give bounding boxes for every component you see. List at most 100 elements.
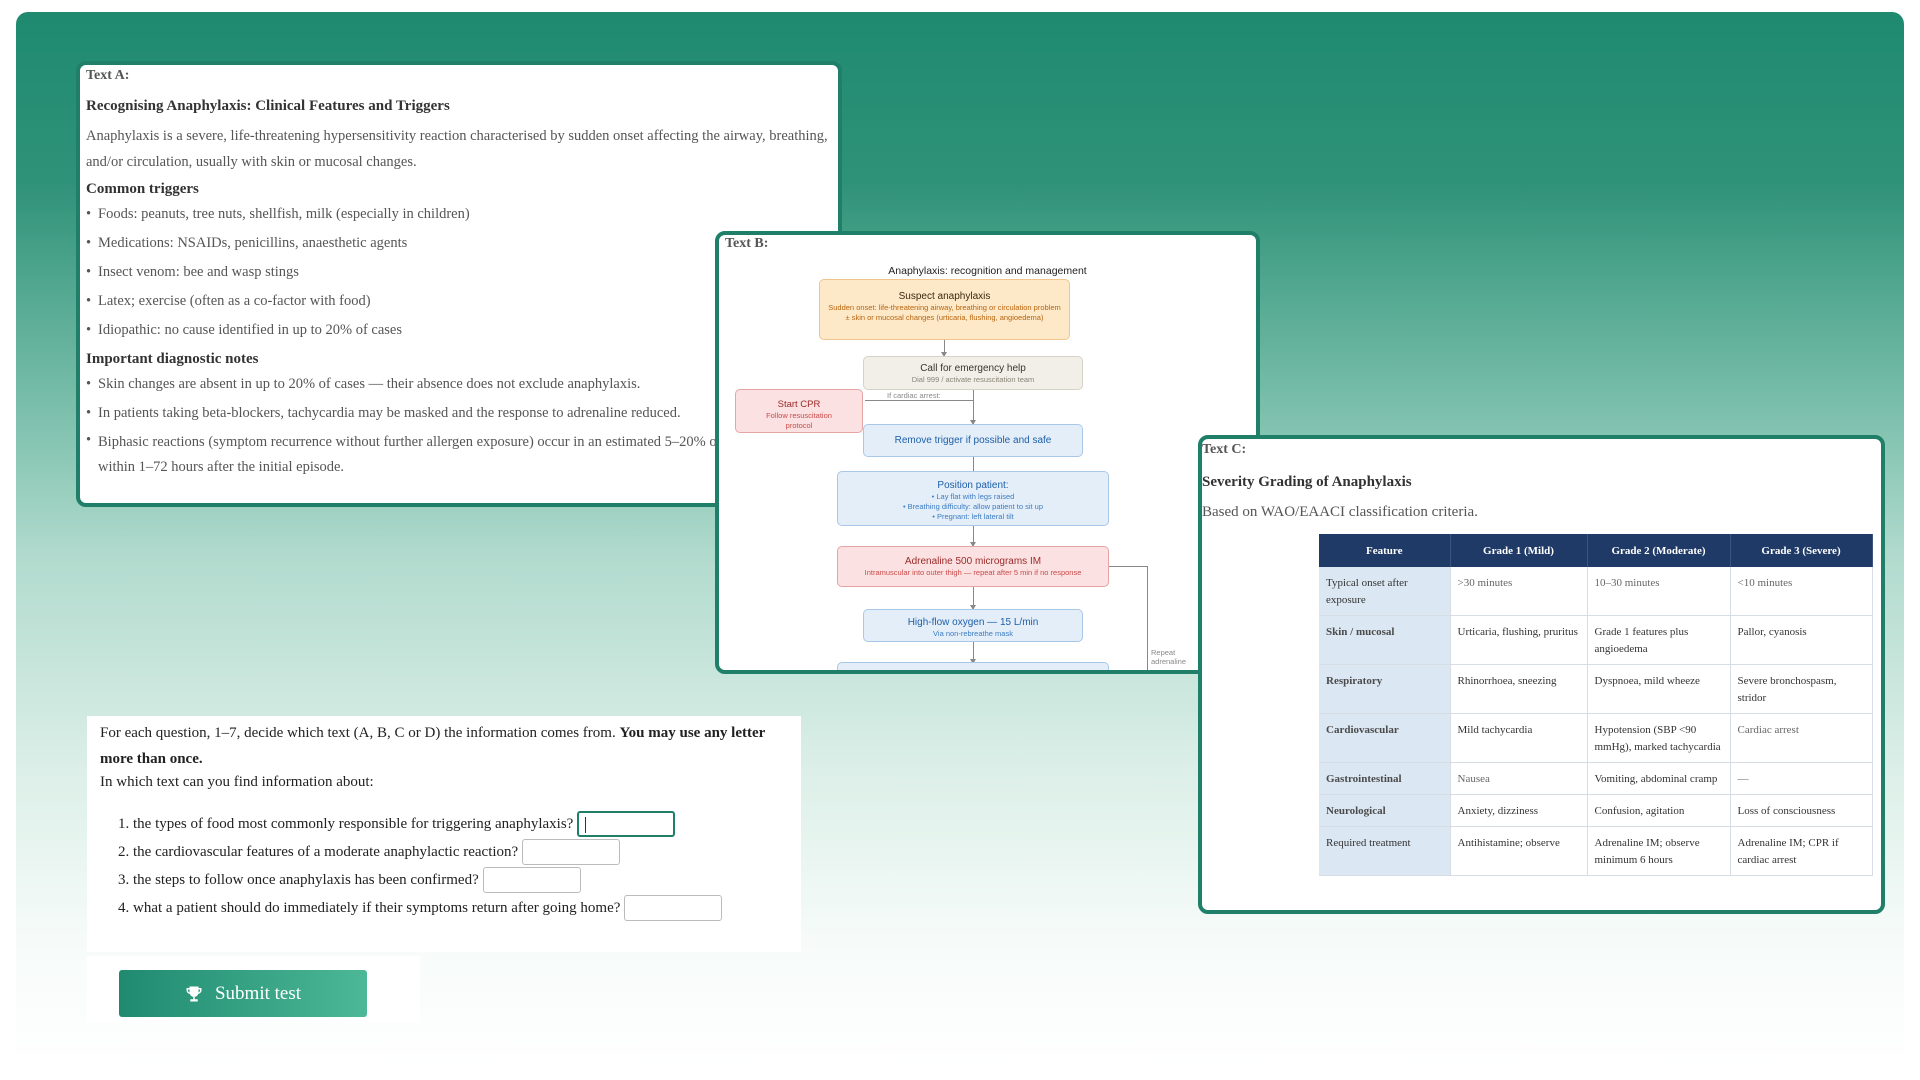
- background-stage: Text A: Recognising Anaphylaxis: Clinica…: [16, 12, 1904, 1066]
- call-title: Call for emergency help: [920, 363, 1026, 374]
- question-text: 4. what a patient should do immediately …: [118, 899, 621, 916]
- adrenaline-sub: Intramuscular into outer thigh — repeat …: [864, 568, 1082, 577]
- table-cell: Hypotension (SBP <90 mmHg), marked tachy…: [1587, 713, 1731, 763]
- trophy-icon: [186, 986, 202, 1001]
- adrenaline-title: Adrenaline 500 micrograms IM: [904, 556, 1042, 567]
- answer-input-1[interactable]: [577, 811, 676, 837]
- answer-input-4[interactable]: [624, 895, 723, 921]
- list-item: Latex; exercise (often as a co-factor wi…: [86, 287, 832, 316]
- table-header: Feature: [1319, 534, 1451, 567]
- remove-trigger-box: Remove trigger if possible and safe: [863, 424, 1083, 457]
- table-cell: Nausea: [1450, 762, 1588, 795]
- suspect-line1: Sudden onset: life-threatening airway, b…: [828, 303, 1061, 312]
- table-cell: Mild tachycardia: [1450, 713, 1588, 763]
- flowchart-title: Anaphylaxis: recognition and management: [888, 265, 1087, 277]
- questions-instructions: For each question, 1–7, decide which tex…: [100, 720, 797, 772]
- table-cell: Vomiting, abdominal cramp: [1587, 762, 1731, 795]
- list-item: Idiopathic: no cause identified in up to…: [86, 316, 832, 345]
- table-row: Cardiovascular Mild tachycardia Hypotens…: [1319, 713, 1873, 763]
- table-cell: Anxiety, dizziness: [1450, 794, 1588, 827]
- table-row: Typical onset after exposure >30 minutes…: [1319, 567, 1873, 616]
- question-text: 3. the steps to follow once anaphylaxis …: [118, 871, 479, 888]
- oxygen-title: High-flow oxygen — 15 L/min: [907, 617, 1039, 628]
- suspect-title: Suspect anaphylaxis: [898, 291, 991, 302]
- list-item: Insect venom: bee and wasp stings: [86, 258, 832, 287]
- table-cell: Cardiac arrest: [1730, 713, 1873, 763]
- position-line1: • Lay flat with legs raised: [931, 492, 1015, 501]
- repeat-loop-line: [1109, 566, 1147, 567]
- repeat-line1: Repeat: [1151, 648, 1176, 657]
- repeat-loop-line: [1147, 566, 1148, 670]
- repeat-line2: adrenaline: [1151, 657, 1187, 666]
- table-cell: Loss of consciousness: [1730, 794, 1873, 827]
- list-item: Biphasic reactions (symptom recurrence w…: [86, 428, 832, 480]
- flow-arrow: [970, 526, 976, 547]
- table-cell: >30 minutes: [1450, 567, 1588, 616]
- answer-input-2[interactable]: [522, 839, 621, 865]
- question-text: 1. the types of food most commonly respo…: [118, 815, 574, 832]
- submit-label: Submit test: [214, 982, 302, 1004]
- table-cell: Gastrointestinal: [1319, 762, 1451, 795]
- table-cell: Adrenaline IM; CPR if cardiac arrest: [1730, 826, 1873, 876]
- cpr-line2: protocol: [785, 421, 813, 430]
- table-cell: Typical onset after exposure: [1319, 567, 1451, 616]
- table-cell: Respiratory: [1319, 664, 1451, 714]
- table-row: Neurological Anxiety, dizziness Confusio…: [1319, 794, 1873, 827]
- text-a-label: Text A:: [86, 68, 130, 83]
- oxygen-sub: Via non-rebreathe mask: [933, 629, 1013, 638]
- table-cell: Cardiovascular: [1319, 713, 1451, 763]
- table-row: Respiratory Rhinorrhoea, sneezing Dyspno…: [1319, 664, 1873, 714]
- list-item: Skin changes are absent in up to 20% of …: [86, 370, 832, 399]
- table-header: Grade 3 (Severe): [1730, 534, 1873, 567]
- text-a-heading: Recognising Anaphylaxis: Clinical Featur…: [86, 98, 450, 114]
- text-c-subtitle: Based on WAO/EAACI classification criter…: [1202, 504, 1478, 520]
- flow-arrow: [970, 642, 976, 664]
- table-cell: Skin / mucosal: [1319, 615, 1451, 665]
- text-c-title: Severity Grading of Anaphylaxis: [1202, 474, 1412, 490]
- table-cell: Severe bronchospasm, stridor: [1730, 664, 1873, 714]
- repeat-label: Repeat adrenaline: [1151, 648, 1186, 666]
- text-b-panel[interactable]: Text B: Anaphylaxis: recognition and man…: [715, 231, 1260, 674]
- text-b-label: Text B:: [725, 236, 769, 251]
- text-a-intro: Anaphylaxis is a severe, life-threatenin…: [86, 128, 828, 170]
- table-header: Grade 1 (Mild): [1450, 534, 1588, 567]
- cpr-title: Start CPR: [777, 399, 821, 410]
- table-cell: Confusion, agitation: [1587, 794, 1731, 827]
- list-item: Foods: peanuts, tree nuts, shellfish, mi…: [86, 200, 832, 229]
- table-cell: Urticaria, flushing, pruritus: [1450, 615, 1588, 665]
- table-cell: Adrenaline IM; observe minimum 6 hours: [1587, 826, 1731, 876]
- text-c-panel[interactable]: Text C: Severity Grading of Anaphylaxis …: [1198, 435, 1885, 914]
- answer-input-3[interactable]: [482, 867, 581, 893]
- next-step-box: [837, 662, 1109, 670]
- instructions-text: For each question, 1–7, decide which tex…: [100, 725, 620, 741]
- notes-title: Important diagnostic notes: [86, 351, 259, 367]
- table-header-row: Feature Grade 1 (Mild) Grade 2 (Moderate…: [1319, 534, 1873, 567]
- position-line2: • Breathing difficulty: allow patient to…: [902, 502, 1044, 511]
- table-cell: Neurological: [1319, 794, 1451, 827]
- instructions-emphasis: You may use any letter more than once.: [100, 725, 766, 767]
- table-cell: Required treatment: [1319, 826, 1451, 876]
- triggers-list: Foods: peanuts, tree nuts, shellfish, mi…: [86, 200, 832, 345]
- position-title: Position patient:: [937, 480, 1009, 491]
- text-a-panel[interactable]: Text A: Recognising Anaphylaxis: Clinica…: [76, 61, 842, 507]
- questions-prompt: In which text can you find information a…: [100, 774, 374, 790]
- table-cell: <10 minutes: [1730, 567, 1873, 616]
- question-row-4: 4. what a patient should do immediately …: [118, 895, 723, 921]
- table-cell: Dyspnoea, mild wheeze: [1587, 664, 1731, 714]
- suspect-line2: ± skin or mucosal changes (urticaria, fl…: [845, 313, 1044, 322]
- table-cell: Antihistamine; observe: [1450, 826, 1588, 876]
- table-cell: —: [1730, 762, 1873, 795]
- flow-arrow: [970, 587, 976, 610]
- submit-test-button[interactable]: Submit test: [119, 970, 367, 1017]
- suspect-anaphylaxis-box: Suspect anaphylaxis Sudden onset: life-t…: [819, 279, 1070, 340]
- table-cell: 10–30 minutes: [1587, 567, 1731, 616]
- question-text: 2. the cardiovascular features of a mode…: [118, 843, 519, 860]
- triggers-title: Common triggers: [86, 181, 199, 197]
- cardiac-arrest-branch: [865, 400, 973, 401]
- table-row: Gastrointestinal Nausea Vomiting, abdomi…: [1319, 762, 1873, 795]
- list-item: Medications: NSAIDs, penicillins, anaest…: [86, 229, 832, 258]
- submit-area: Submit test: [87, 956, 420, 1023]
- table-row: Skin / mucosal Urticaria, flushing, prur…: [1319, 615, 1873, 665]
- table-row: Required treatment Antihistamine; observ…: [1319, 826, 1873, 876]
- list-item: In patients taking beta-blockers, tachyc…: [86, 399, 832, 428]
